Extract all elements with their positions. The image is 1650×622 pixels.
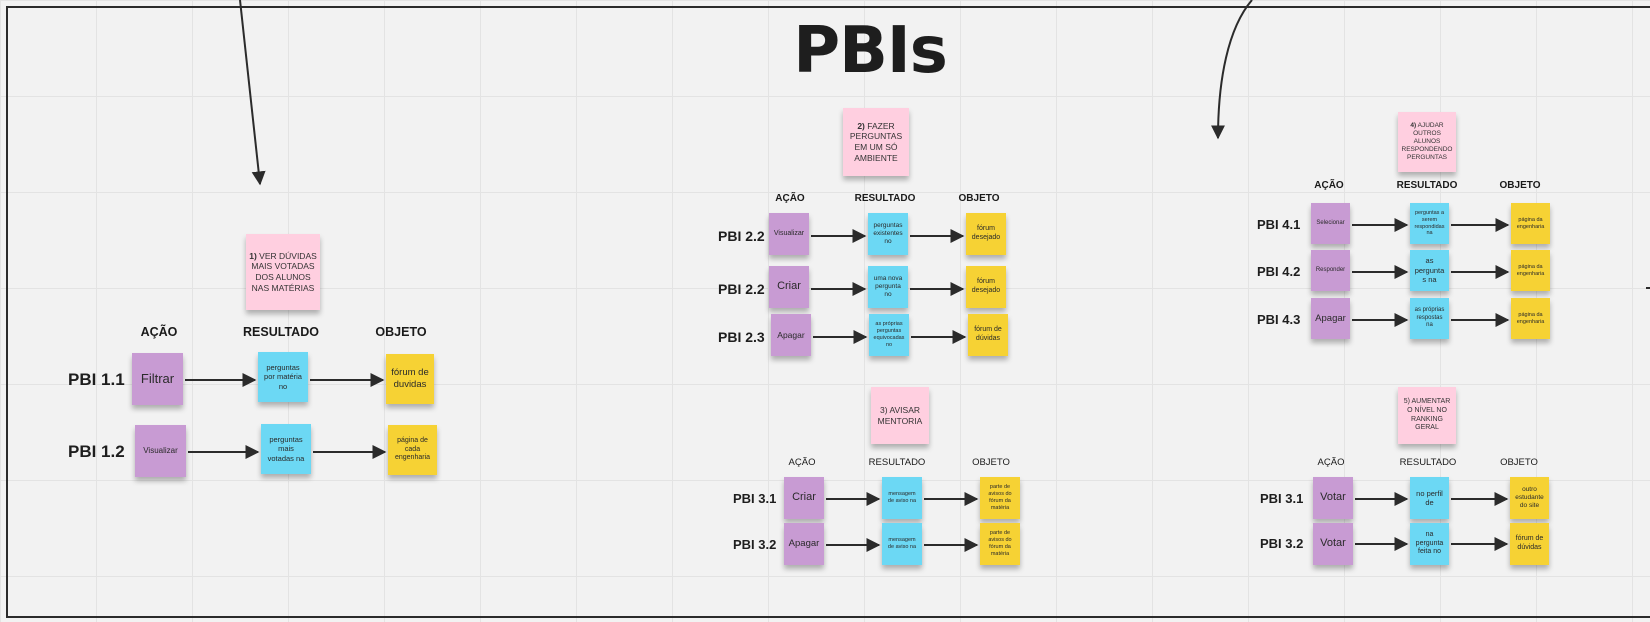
board-title: PBIs [793,14,948,88]
acao-sticky-note[interactable]: Votar [1313,523,1353,565]
column-header-objeto: OBJETO [1499,180,1541,191]
column-header-objeto: OBJETO [375,325,427,339]
resultado-sticky-note[interactable]: mensagem de aviso na [882,523,922,565]
objeto-sticky-note[interactable]: fórum desejado [966,213,1006,255]
goal-number: 2) [857,120,865,131]
resultado-sticky-note[interactable]: uma nova pergunta no [868,266,908,308]
pbi-label: PBI 4.1 [1257,217,1301,233]
objeto-sticky-note[interactable]: página de cada engenharia [388,425,437,475]
column-header-acao: AÇÃO [1314,180,1344,191]
pbi-label: PBI 1.2 [68,441,125,461]
pbi-label: PBI 4.3 [1257,312,1301,328]
resultado-sticky-note[interactable]: perguntas mais votadas na [261,424,311,474]
acao-sticky-note[interactable]: Apagar [1311,298,1350,339]
resultado-sticky-note[interactable]: mensagem de aviso na [882,477,922,519]
pbi-label: PBI 2.2 [718,280,765,297]
pbi-label: PBI 3.2 [1260,536,1304,552]
pbi-label: PBI 3.1 [1260,491,1304,507]
goal-sticky-note[interactable]: 5) AUMENTAR O NÍVEL NO RANKING GERAL [1398,387,1456,444]
goal-text: 1) VER DÚVIDAS MAIS VOTADAS DOS ALUNOS N… [249,251,317,294]
acao-sticky-note[interactable]: Votar [1313,477,1353,519]
objeto-sticky-note[interactable]: fórum de dúvidas [968,314,1008,356]
column-header-objeto: OBJETO [958,193,1000,204]
goal-text: 5) AUMENTAR O NÍVEL NO RANKING GERAL [1401,398,1453,433]
resultado-sticky-note[interactable]: perguntas existentes no [868,213,908,255]
acao-sticky-note[interactable]: Criar [784,477,824,519]
acao-sticky-note[interactable]: Responder [1311,250,1350,291]
goal-sticky-note[interactable]: 3) AVISAR MENTORIA [871,387,929,444]
column-header-acao: AÇÃO [788,457,816,468]
objeto-sticky-note[interactable]: parte de avisos do fórum da matéria [980,477,1020,519]
goal-label: FAZER PERGUNTAS EM UM SÓ AMBIENTE [849,120,903,163]
acao-sticky-note[interactable]: Visualizar [135,425,186,477]
column-header-resultado: RESULTADO [868,457,926,468]
resultado-sticky-note[interactable]: perguntas por matéria no [258,352,308,402]
column-header-resultado: RESULTADO [243,325,319,339]
objeto-sticky-note[interactable]: outro estudante do site [1510,477,1549,519]
goal-sticky-note[interactable]: 1) VER DÚVIDAS MAIS VOTADAS DOS ALUNOS N… [246,234,320,310]
objeto-sticky-note[interactable]: parte de avisos do fórum da matéria [980,523,1020,565]
resultado-sticky-note[interactable]: as perguntas na [1410,250,1449,291]
resultado-sticky-note[interactable]: no perfil de [1410,477,1449,519]
pbi-label: PBI 3.1 [733,491,777,507]
pbi-label: PBI 1.1 [68,369,125,389]
resultado-sticky-note[interactable]: perguntas a serem respondidas na [1410,203,1449,244]
objeto-sticky-note[interactable]: fórum desejado [966,266,1006,308]
column-header-resultado: RESULTADO [1399,457,1457,468]
incoming-connector-left [239,0,266,186]
objeto-sticky-note[interactable]: fórum de duvidas [386,354,434,404]
column-header-objeto: OBJETO [1500,457,1538,468]
resultado-sticky-note[interactable]: as próprias perguntas equivocadas no [869,314,909,356]
goal-label: AJUDAR OUTROS ALUNOS RESPONDENDO PERGUNT… [1401,121,1453,162]
pbi-label: PBI 2.2 [718,227,765,244]
resultado-sticky-note[interactable]: na pergunta feita no [1410,523,1449,565]
pbi-label: PBI 4.2 [1257,264,1301,280]
goal-text: 3) AVISAR MENTORIA [874,405,926,426]
column-header-acao: AÇÃO [140,325,178,339]
column-header-acao: AÇÃO [1317,457,1345,468]
column-header-resultado: RESULTADO [854,193,916,204]
goal-number: 1) [249,250,257,261]
objeto-sticky-note[interactable]: página da engenharia [1511,298,1550,339]
board-frame [6,6,1650,618]
objeto-sticky-note[interactable]: fórum de dúvidas [1510,523,1549,565]
objeto-sticky-note[interactable]: página da engenharia [1511,203,1550,244]
incoming-connector-right [1211,0,1253,140]
acao-sticky-note[interactable]: Apagar [784,523,824,565]
goal-sticky-note[interactable]: 4) AJUDAR OUTROS ALUNOS RESPONDENDO PERG… [1398,112,1456,172]
pbi-label: PBI 3.2 [733,537,777,553]
acao-sticky-note[interactable]: Apagar [771,314,811,356]
resultado-sticky-note[interactable]: as próprias respostas na [1410,298,1449,339]
goal-sticky-note[interactable]: 2) FAZER PERGUNTAS EM UM SÓ AMBIENTE [843,108,909,176]
goal-label: 5) AUMENTAR O NÍVEL NO RANKING GERAL [1403,398,1451,432]
column-header-objeto: OBJETO [972,457,1010,468]
goal-label: VER DÚVIDAS MAIS VOTADAS DOS ALUNOS NAS … [251,250,317,293]
acao-sticky-note[interactable]: Selecionar [1311,203,1350,244]
objeto-sticky-note[interactable]: página da engenharia [1511,250,1550,291]
goal-text: 2) FAZER PERGUNTAS EM UM SÓ AMBIENTE [846,121,906,164]
acao-sticky-note[interactable]: Criar [769,266,809,308]
column-header-acao: AÇÃO [775,193,805,204]
goal-text: 4) AJUDAR OUTROS ALUNOS RESPONDENDO PERG… [1401,122,1453,163]
acao-sticky-note[interactable]: Filtrar [132,353,183,405]
column-header-resultado: RESULTADO [1396,180,1458,191]
goal-label: 3) AVISAR MENTORIA [877,404,923,426]
goal-number: 4) [1410,121,1417,129]
pbi-label: PBI 2.3 [718,328,765,345]
acao-sticky-note[interactable]: Visualizar [769,213,809,255]
